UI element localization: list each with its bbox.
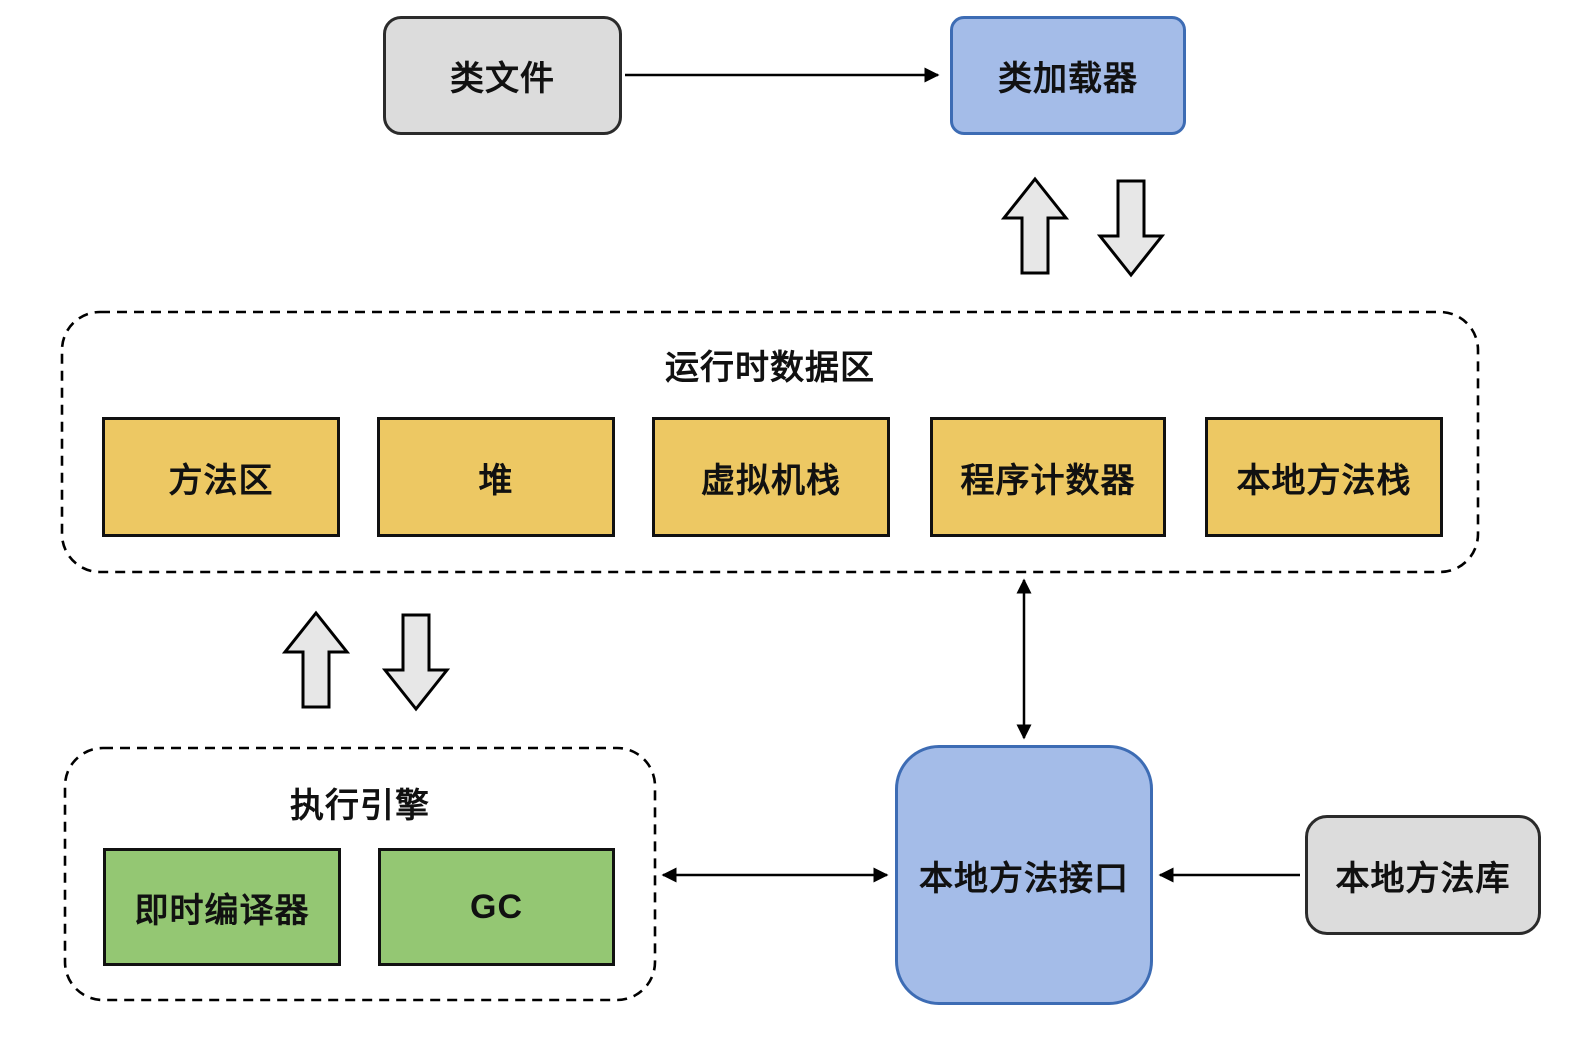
program-counter-node: 程序计数器 bbox=[930, 417, 1166, 537]
jit-compiler-label: 即时编译器 bbox=[134, 891, 310, 930]
native-library-node: 本地方法库 bbox=[1305, 815, 1541, 935]
runtime-data-area-title: 运行时数据区 bbox=[665, 349, 875, 387]
vm-stack-node: 虚拟机栈 bbox=[652, 417, 890, 537]
class-file-node: 类文件 bbox=[383, 16, 622, 135]
native-method-stack-node: 本地方法栈 bbox=[1205, 417, 1443, 537]
method-area-node: 方法区 bbox=[102, 417, 340, 537]
gc-node: GC bbox=[378, 848, 615, 966]
gc-label: GC bbox=[470, 887, 523, 926]
native-interface-label: 本地方法接口 bbox=[919, 859, 1129, 898]
program-counter-label: 程序计数器 bbox=[960, 461, 1136, 500]
jit-compiler-node: 即时编译器 bbox=[103, 848, 341, 966]
method-area-label: 方法区 bbox=[168, 461, 274, 500]
execution-engine-title: 执行引擎 bbox=[290, 787, 430, 825]
down-block-arrow-icon bbox=[1097, 179, 1165, 278]
heap-node: 堆 bbox=[377, 417, 615, 537]
native-method-stack-label: 本地方法栈 bbox=[1236, 461, 1412, 500]
class-loader-label: 类加载器 bbox=[998, 60, 1138, 98]
up-block-arrow-icon bbox=[282, 610, 350, 709]
heap-label: 堆 bbox=[478, 461, 514, 500]
class-file-label: 类文件 bbox=[450, 60, 555, 98]
class-loader-node: 类加载器 bbox=[950, 16, 1186, 135]
native-library-label: 本地方法库 bbox=[1335, 859, 1511, 898]
up-block-arrow-icon bbox=[1001, 176, 1069, 275]
native-interface-node: 本地方法接口 bbox=[895, 745, 1153, 1005]
vm-stack-label: 虚拟机栈 bbox=[701, 461, 841, 500]
down-block-arrow-icon bbox=[382, 613, 450, 712]
